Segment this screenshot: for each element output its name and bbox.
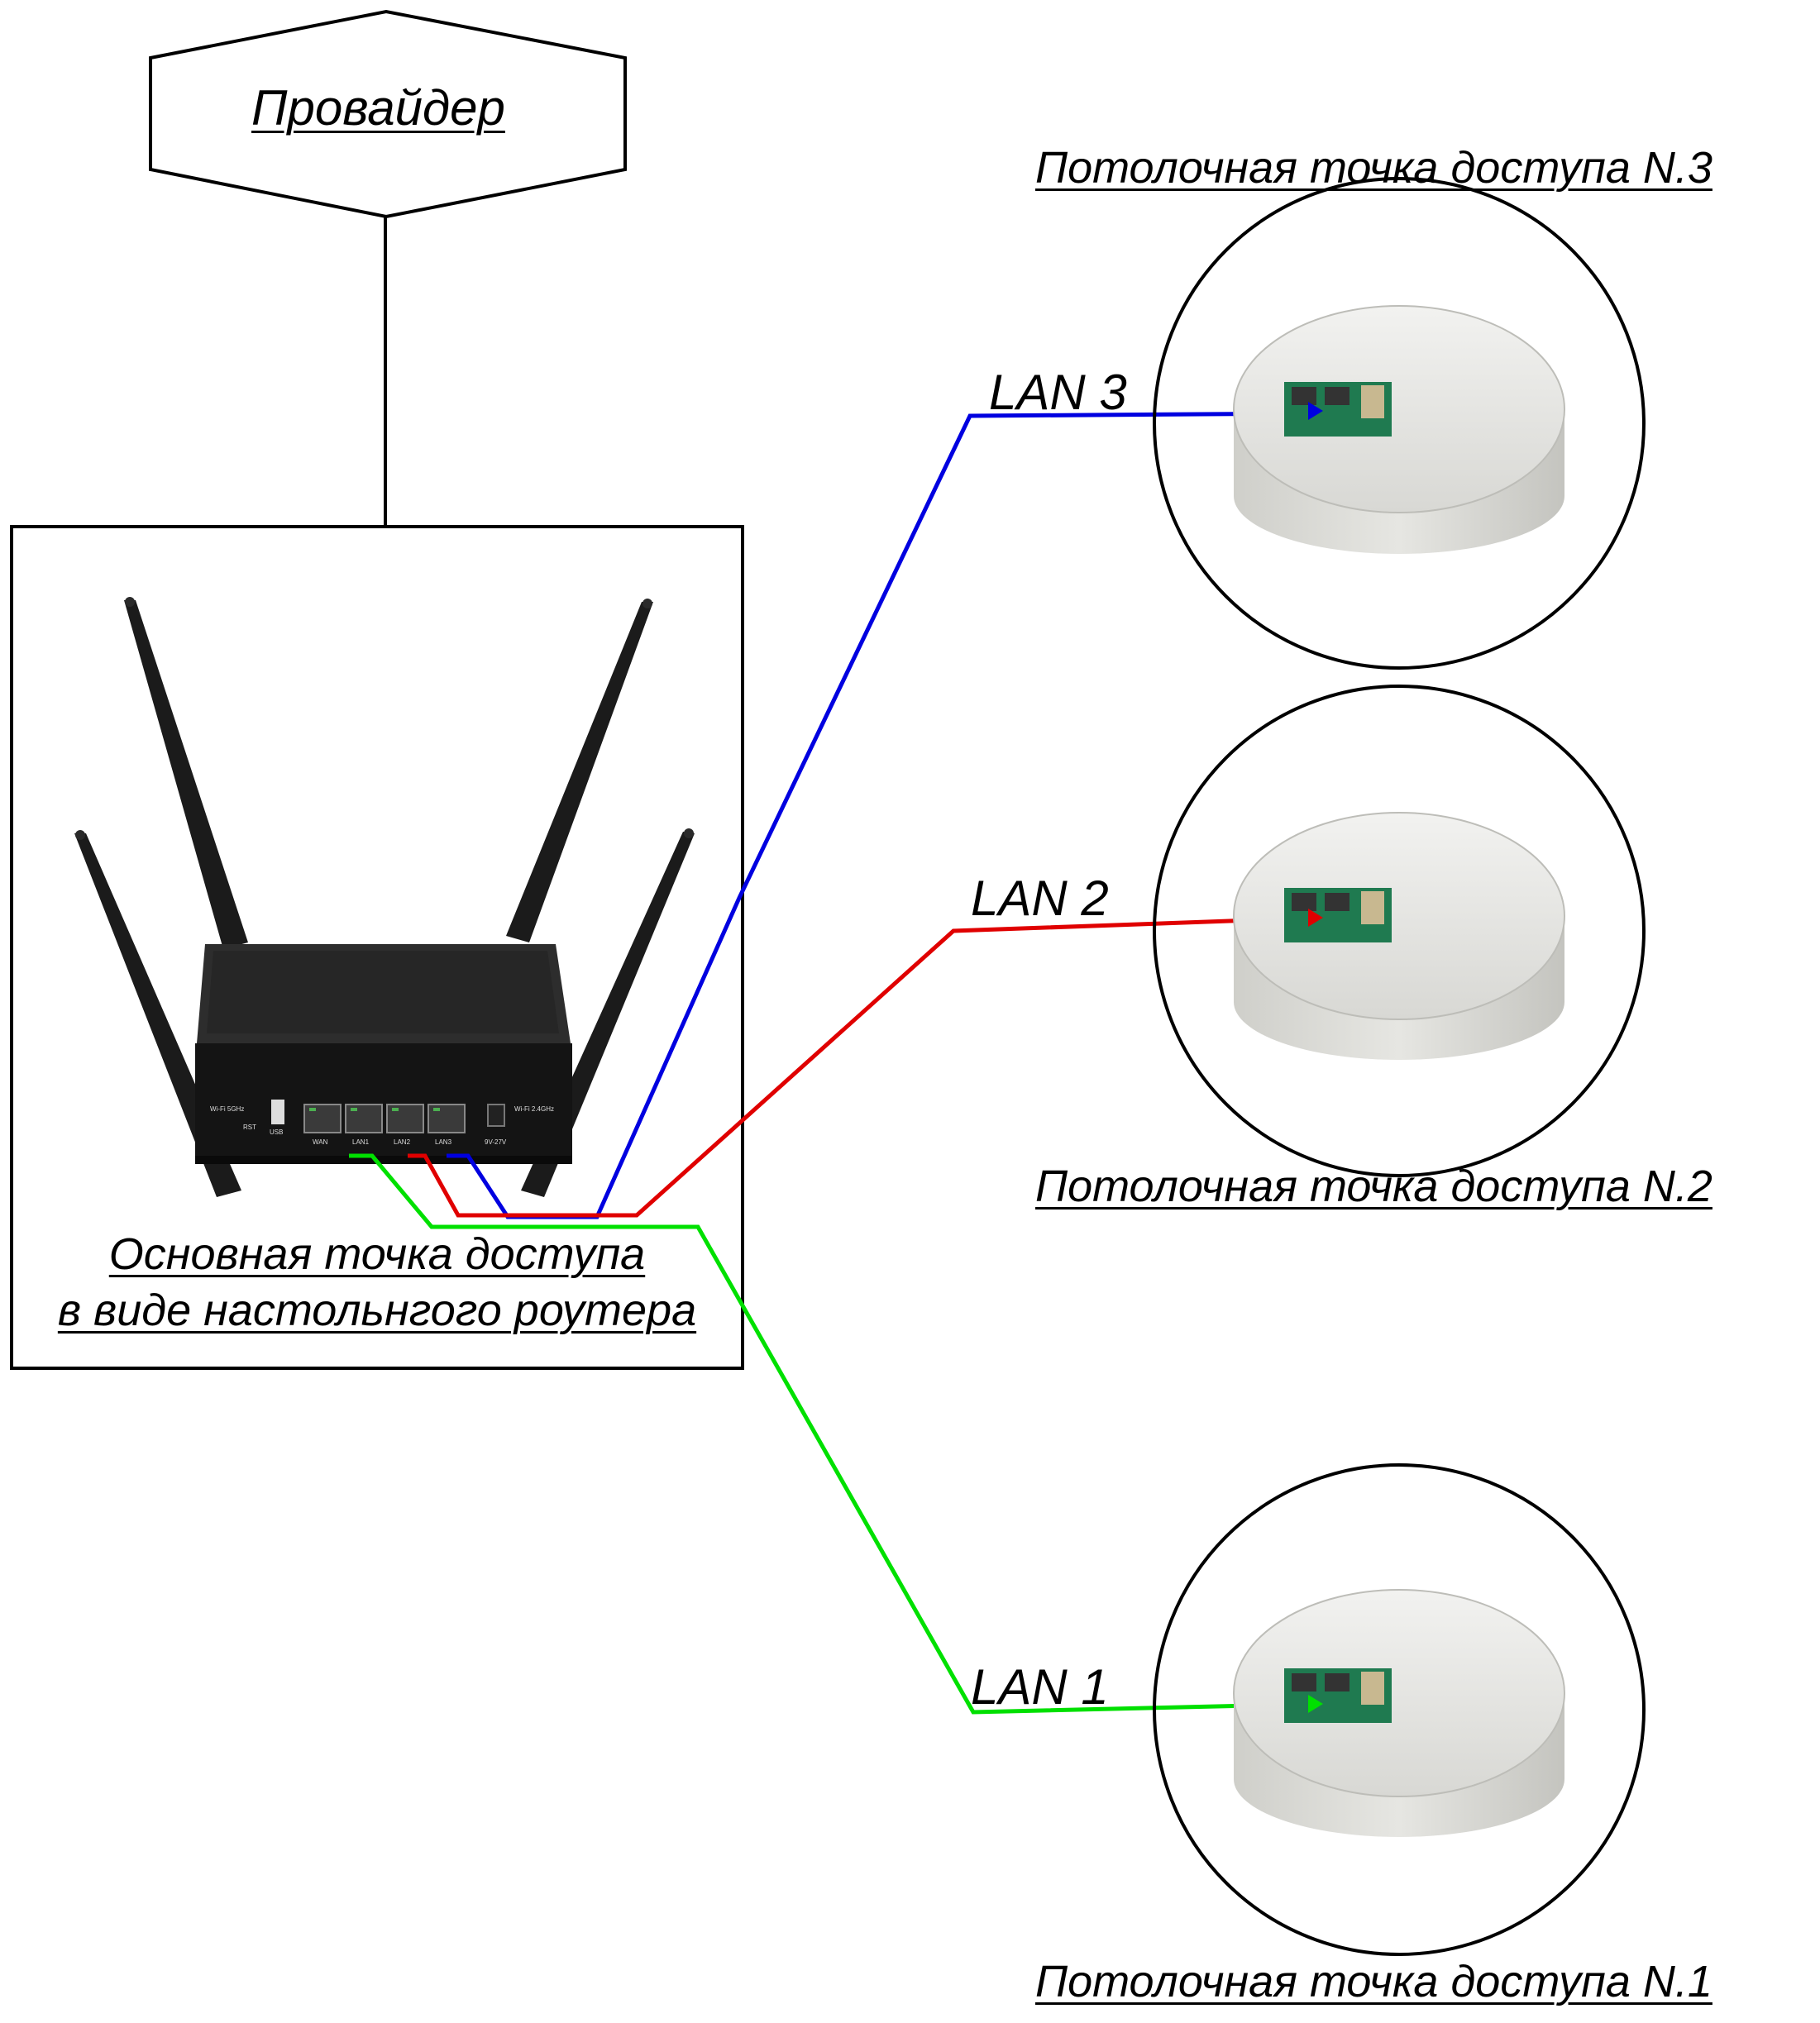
- wifi-24ghz-label: Wi-Fi 2.4GHz: [514, 1105, 554, 1113]
- cable-lan1: [349, 1153, 1324, 1715]
- usb-label: USB: [270, 1128, 283, 1136]
- port-label-lan3: LAN3: [435, 1138, 452, 1146]
- rst-label: RST: [243, 1124, 256, 1131]
- port-label-lan2: LAN2: [394, 1138, 411, 1146]
- lan3-label: LAN 3: [989, 365, 1127, 420]
- main-ap-label-line1: Основная точка доступа: [108, 1229, 646, 1279]
- lan2-label: LAN 2: [971, 871, 1109, 926]
- power-label: 9V-27V: [485, 1138, 507, 1146]
- wifi-5ghz-label: Wi-Fi 5GHz: [210, 1105, 244, 1113]
- ap1-title: Потолочная точка доступа N.1: [1035, 1957, 1713, 2006]
- main-ap-label-line2: в виде настольнгого роутера: [57, 1286, 697, 1335]
- cable-lan2: [408, 915, 1324, 1218]
- port-label-wan: WAN: [313, 1138, 328, 1146]
- ap2-title: Потолочная точка доступа N.2: [1035, 1162, 1713, 1211]
- provider-node: [149, 9, 627, 219]
- provider-label: Провайдер: [251, 80, 505, 136]
- port-label-lan1: LAN1: [352, 1138, 370, 1146]
- router-ports: [303, 1104, 505, 1133]
- ap3-title: Потолочная точка доступа N.3: [1035, 143, 1713, 193]
- ceiling-ap-3: [1153, 177, 1646, 670]
- router-image: WAN LAN1 LAN2 LAN3 USB RST Wi-Fi 5GHz Wi…: [74, 597, 695, 1197]
- ceiling-ap-1: [1153, 1463, 1646, 1956]
- lan1-label: LAN 1: [971, 1659, 1109, 1715]
- ceiling-ap-2: [1153, 685, 1646, 1177]
